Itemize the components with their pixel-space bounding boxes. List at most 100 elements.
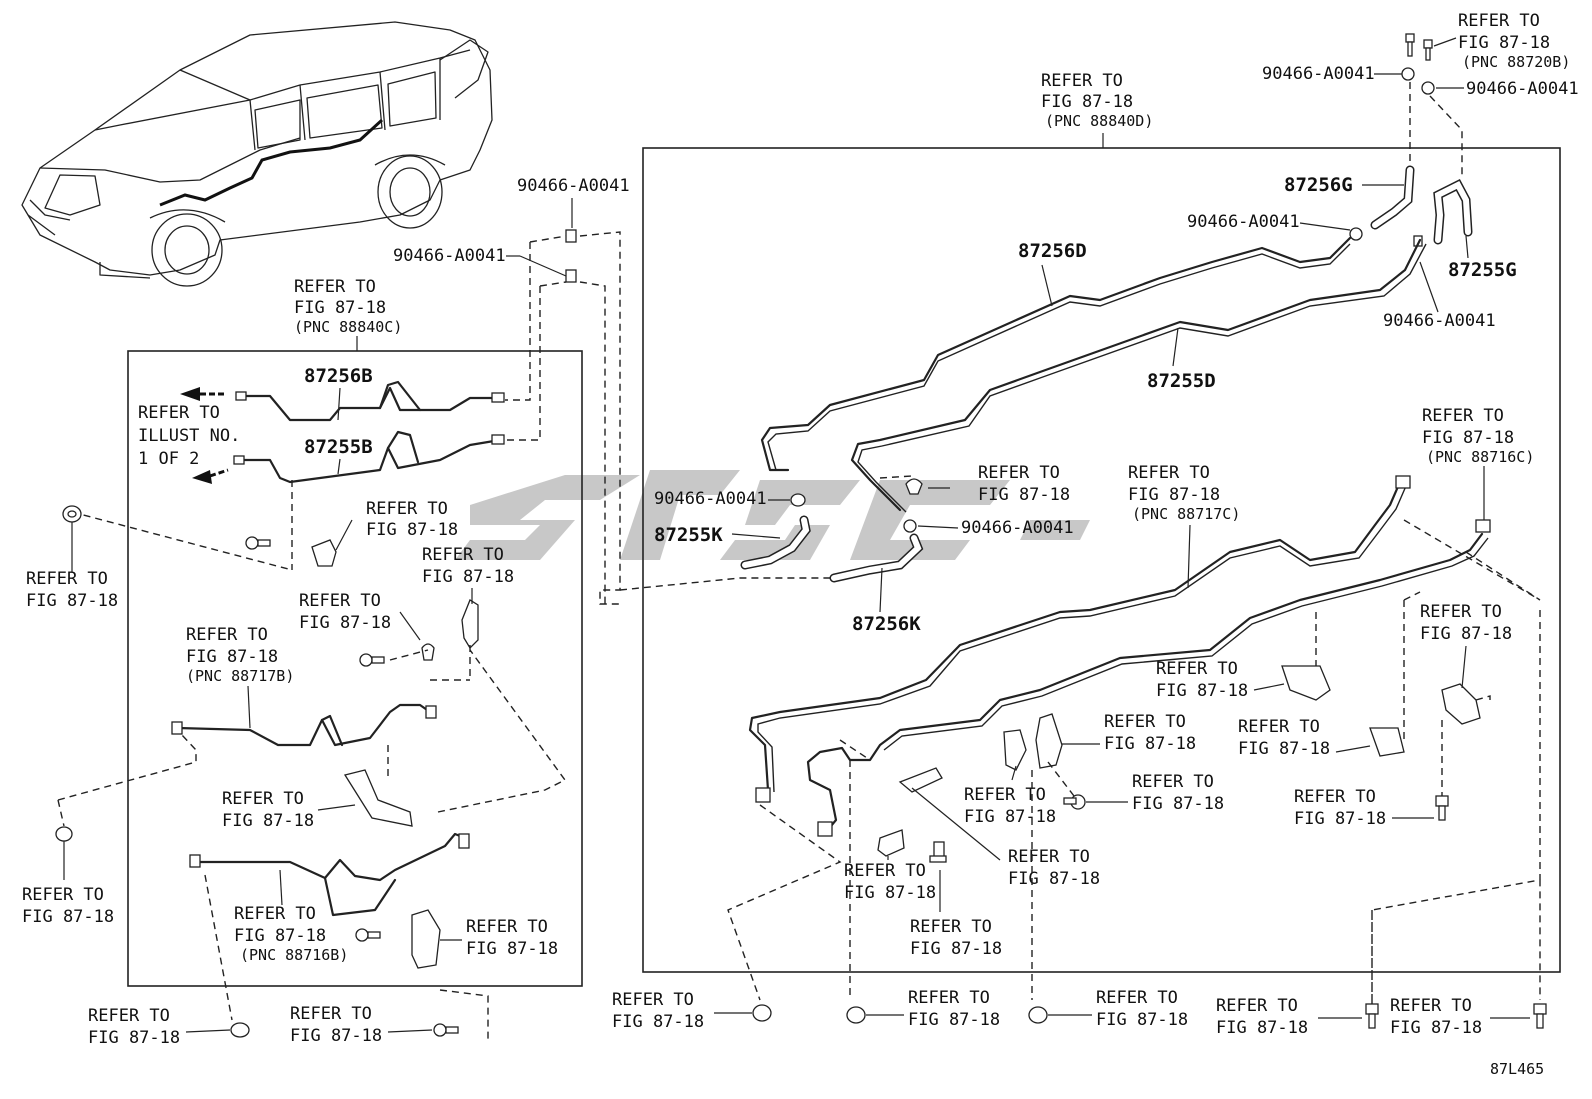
refer-label: FIG 87-18	[1420, 624, 1512, 644]
refer-label[interactable]: REFER TO	[1238, 717, 1320, 737]
bolt-icon	[1063, 794, 1086, 810]
bolt-icon	[433, 1023, 459, 1037]
clamp-icon	[565, 269, 577, 283]
refer-label[interactable]: REFER TO	[1132, 772, 1214, 792]
part-number-87256K[interactable]: 87256K	[852, 613, 921, 635]
brake-tube-88717C	[748, 480, 1402, 802]
brake-tube-88716B	[193, 832, 467, 882]
refer-label[interactable]: REFER TO	[1294, 787, 1376, 807]
bolt-icon	[1533, 1003, 1547, 1029]
refer-label[interactable]: REFER TO	[234, 904, 316, 924]
refer-label[interactable]: REFER TO	[22, 885, 104, 905]
refer-label: FIG 87-18	[1458, 33, 1550, 53]
clip-icon	[1003, 729, 1027, 771]
arrow-left-icon	[192, 468, 229, 484]
refer-label[interactable]: REFER TO	[1422, 406, 1504, 426]
brake-tube-87256D	[760, 236, 1352, 472]
brake-tube-87255B	[236, 438, 502, 484]
refer-label[interactable]: REFER TO	[1104, 712, 1186, 732]
refer-label: FIG 87-18	[1132, 794, 1224, 814]
bolt-icon	[245, 536, 271, 550]
bolt-icon	[355, 928, 381, 942]
clip-icon	[311, 539, 337, 567]
refer-label[interactable]: REFER TO	[88, 1006, 170, 1026]
refer-label[interactable]: REFER TO	[910, 917, 992, 937]
bracket-icon	[898, 767, 943, 793]
bolt-icon	[1365, 1003, 1379, 1029]
part-number-87256D[interactable]: 87256D	[1018, 240, 1087, 262]
clamp-part-number[interactable]: 90466-A0041	[654, 489, 767, 509]
pnc-label: (PNC 88717B)	[186, 667, 294, 685]
bracket-icon	[343, 769, 413, 827]
refer-label: FIG 87-18	[234, 926, 326, 946]
clamp-icon	[817, 821, 833, 837]
clamp-part-number[interactable]: 90466-A0041	[961, 518, 1074, 538]
refer-label: FIG 87-18	[222, 811, 314, 831]
pnc-label: (PNC 88840C)	[294, 318, 402, 336]
refer-label[interactable]: REFER TO	[186, 625, 268, 645]
refer-illust-label: ILLUST NO.	[138, 426, 240, 446]
refer-label[interactable]: REFER TO	[1458, 11, 1540, 31]
clamp-icon	[905, 478, 923, 495]
clamp-part-number[interactable]: 90466-A0041	[1187, 212, 1300, 232]
pnc-label: (PNC 88840D)	[1045, 112, 1153, 130]
clamp-part-number[interactable]: 90466-A0041	[393, 246, 506, 266]
refer-label: FIG 87-18	[1216, 1018, 1308, 1038]
refer-label: FIG 87-18	[1238, 739, 1330, 759]
refer-label[interactable]: REFER TO	[222, 789, 304, 809]
clip-icon	[1281, 665, 1331, 701]
refer-label[interactable]: REFER TO	[1096, 988, 1178, 1008]
clamp-part-number[interactable]: 90466-A0041	[517, 176, 630, 196]
refer-label[interactable]: REFER TO	[964, 785, 1046, 805]
refer-label: FIG 87-18	[1128, 485, 1220, 505]
refer-label[interactable]: REFER TO	[1008, 847, 1090, 867]
clamp-part-number[interactable]: 90466-A0041	[1383, 311, 1496, 331]
refer-illust-label[interactable]: REFER TO	[138, 403, 220, 423]
refer-label: FIG 87-18	[466, 939, 558, 959]
refer-label[interactable]: REFER TO	[1041, 71, 1123, 91]
refer-label[interactable]: REFER TO	[422, 545, 504, 565]
refer-label: FIG 87-18	[1104, 734, 1196, 754]
bracket-icon	[461, 599, 479, 650]
refer-label[interactable]: REFER TO	[290, 1004, 372, 1024]
refer-illust-label: 1 OF 2	[138, 449, 199, 469]
brake-tube-87255D	[850, 238, 1422, 512]
refer-label: FIG 87-18	[1390, 1018, 1482, 1038]
clip-icon	[1369, 727, 1405, 757]
refer-label[interactable]: REFER TO	[26, 569, 108, 589]
clamp-icon	[1349, 227, 1363, 241]
refer-label[interactable]: REFER TO	[1420, 602, 1502, 622]
refer-label: FIG 87-18	[186, 647, 278, 667]
refer-label[interactable]: REFER TO	[1128, 463, 1210, 483]
refer-label[interactable]: REFER TO	[612, 990, 694, 1010]
refer-label[interactable]: REFER TO	[466, 917, 548, 937]
refer-label: FIG 87-18	[978, 485, 1070, 505]
refer-label[interactable]: REFER TO	[844, 861, 926, 881]
pnc-label: (PNC 88716C)	[1426, 448, 1534, 466]
refer-label[interactable]: REFER TO	[1156, 659, 1238, 679]
refer-label[interactable]: REFER TO	[299, 591, 381, 611]
part-number-87255K[interactable]: 87255K	[654, 524, 723, 546]
refer-label[interactable]: REFER TO	[366, 499, 448, 519]
refer-label[interactable]: REFER TO	[978, 463, 1060, 483]
refer-label[interactable]: REFER TO	[1216, 996, 1298, 1016]
brake-tube-88716C	[806, 532, 1484, 834]
grommet-icon	[55, 826, 73, 842]
bolt-icon	[929, 841, 947, 863]
clamp-icon	[790, 493, 806, 507]
left-group-frame	[127, 350, 583, 987]
part-number-87255D[interactable]: 87255D	[1147, 370, 1216, 392]
part-number-87256B[interactable]: 87256B	[304, 365, 373, 387]
refer-label[interactable]: REFER TO	[1390, 996, 1472, 1016]
part-number-87255B[interactable]: 87255B	[304, 436, 373, 458]
refer-label[interactable]: REFER TO	[908, 988, 990, 1008]
part-number-87256G[interactable]: 87256G	[1284, 174, 1353, 196]
clamp-part-number[interactable]: 90466-A0041	[1466, 79, 1579, 99]
clamp-icon	[565, 229, 577, 243]
part-number-87255G[interactable]: 87255G	[1448, 259, 1517, 281]
clamp-part-number[interactable]: 90466-A0041	[1262, 64, 1375, 84]
refer-label: FIG 87-18	[366, 520, 458, 540]
refer-label: FIG 87-18	[22, 907, 114, 927]
refer-label: FIG 87-18	[88, 1028, 180, 1048]
